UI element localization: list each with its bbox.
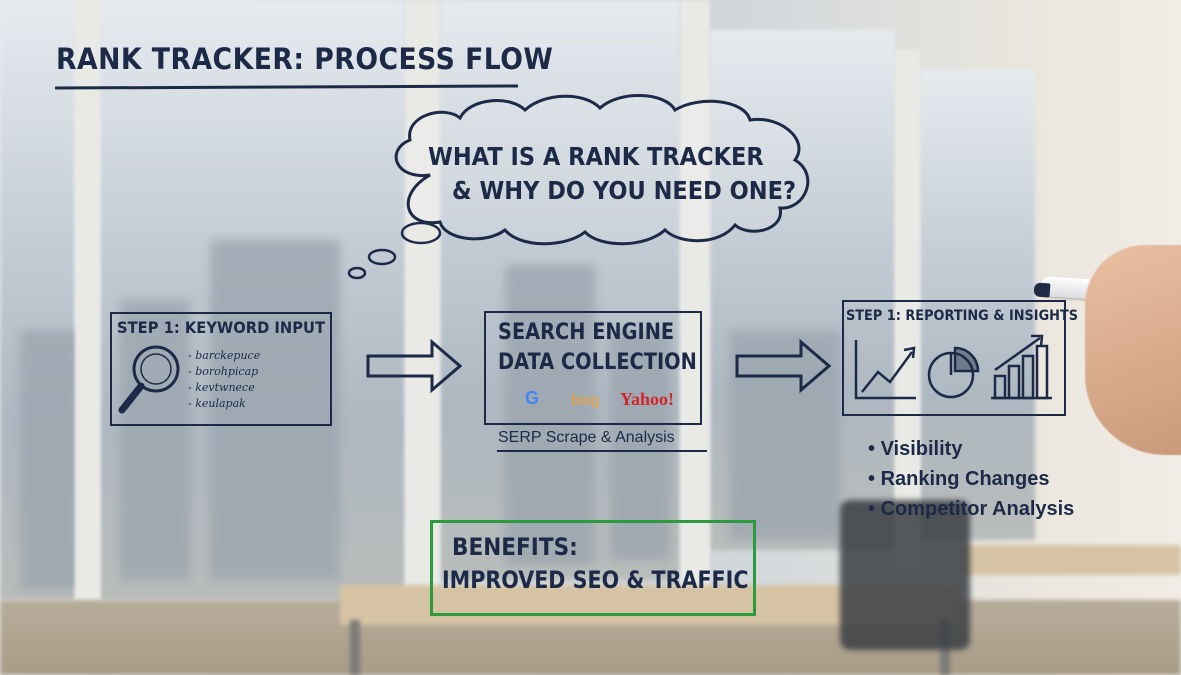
magnifier-icon: [118, 345, 180, 414]
window-pane: [920, 70, 1035, 540]
bar-chart-icon: [991, 334, 1052, 400]
desk-leg: [350, 620, 360, 675]
list-item: - keulapak: [188, 397, 246, 410]
list-item: • Visibility: [868, 438, 963, 460]
benefits-label: BENEFITS:: [452, 533, 578, 561]
pie-chart-icon: [927, 346, 980, 399]
bing-logo-icon: bing: [571, 392, 600, 409]
arrow-right-icon: [366, 338, 463, 394]
list-item: • Competitor Analysis: [868, 498, 1075, 520]
bullet-ranking-changes: Ranking Changes: [880, 468, 1050, 490]
window-frame: [895, 50, 920, 570]
thought-cloud: [394, 94, 810, 246]
list-item: - borohpicap: [188, 365, 259, 378]
thought-bubble: [367, 248, 397, 266]
window-frame: [405, 0, 440, 600]
bullet-competitor-analysis: Competitor Analysis: [880, 498, 1075, 520]
reporting-step-title: STEP 1: REPORTING & INSIGHTS: [846, 308, 1079, 324]
side-desk: [960, 545, 1181, 575]
list-item: • Ranking Changes: [868, 468, 1050, 490]
building: [730, 330, 840, 540]
reporting-bullets: • Visibility • Ranking Changes • Competi…: [868, 434, 1074, 524]
search-engine-box: [484, 311, 702, 425]
thought-line-1: WHAT IS A RANK TRACKER: [428, 142, 764, 171]
list-item: - kevtwnece: [188, 381, 255, 394]
thought-bubble: [400, 221, 442, 245]
search-engine-line-2: DATA COLLECTION: [498, 350, 697, 375]
reporting-box: [842, 300, 1066, 416]
hand: [1085, 245, 1181, 455]
arrow-right-icon: [735, 338, 832, 394]
keyword-list: - barckepuce - borohpicap - kevtwnece - …: [188, 348, 260, 412]
building: [20, 330, 80, 590]
diagram-title: RANK TRACKER: PROCESS FLOW: [56, 42, 554, 76]
thought-line-2: & WHY DO YOU NEED ONE?: [452, 176, 797, 205]
search-engine-line-1: SEARCH ENGINE: [498, 320, 675, 345]
building: [210, 240, 340, 580]
window-frame: [680, 0, 710, 590]
benefits-text: IMPROVED SEO & TRAFFIC: [442, 566, 749, 594]
keyword-input-box: [110, 312, 332, 426]
thought-bubble: [347, 266, 367, 280]
list-item: - barckepuce: [188, 349, 261, 362]
marker-tip: [1033, 282, 1051, 298]
line-chart-icon: [854, 340, 916, 400]
keyword-step-title: STEP 1: KEYWORD INPUT: [117, 318, 325, 337]
office-chair: [840, 500, 970, 650]
benefits-box: [430, 520, 756, 616]
bullet-visibility: Visibility: [880, 438, 963, 460]
building: [505, 265, 595, 565]
serp-caption: SERP Scrape & Analysis: [498, 429, 675, 446]
google-logo-icon: G: [525, 388, 540, 408]
title-underline: [54, 84, 519, 90]
yahoo-logo-icon: Yahoo!: [620, 389, 675, 409]
window-frame: [75, 0, 100, 610]
